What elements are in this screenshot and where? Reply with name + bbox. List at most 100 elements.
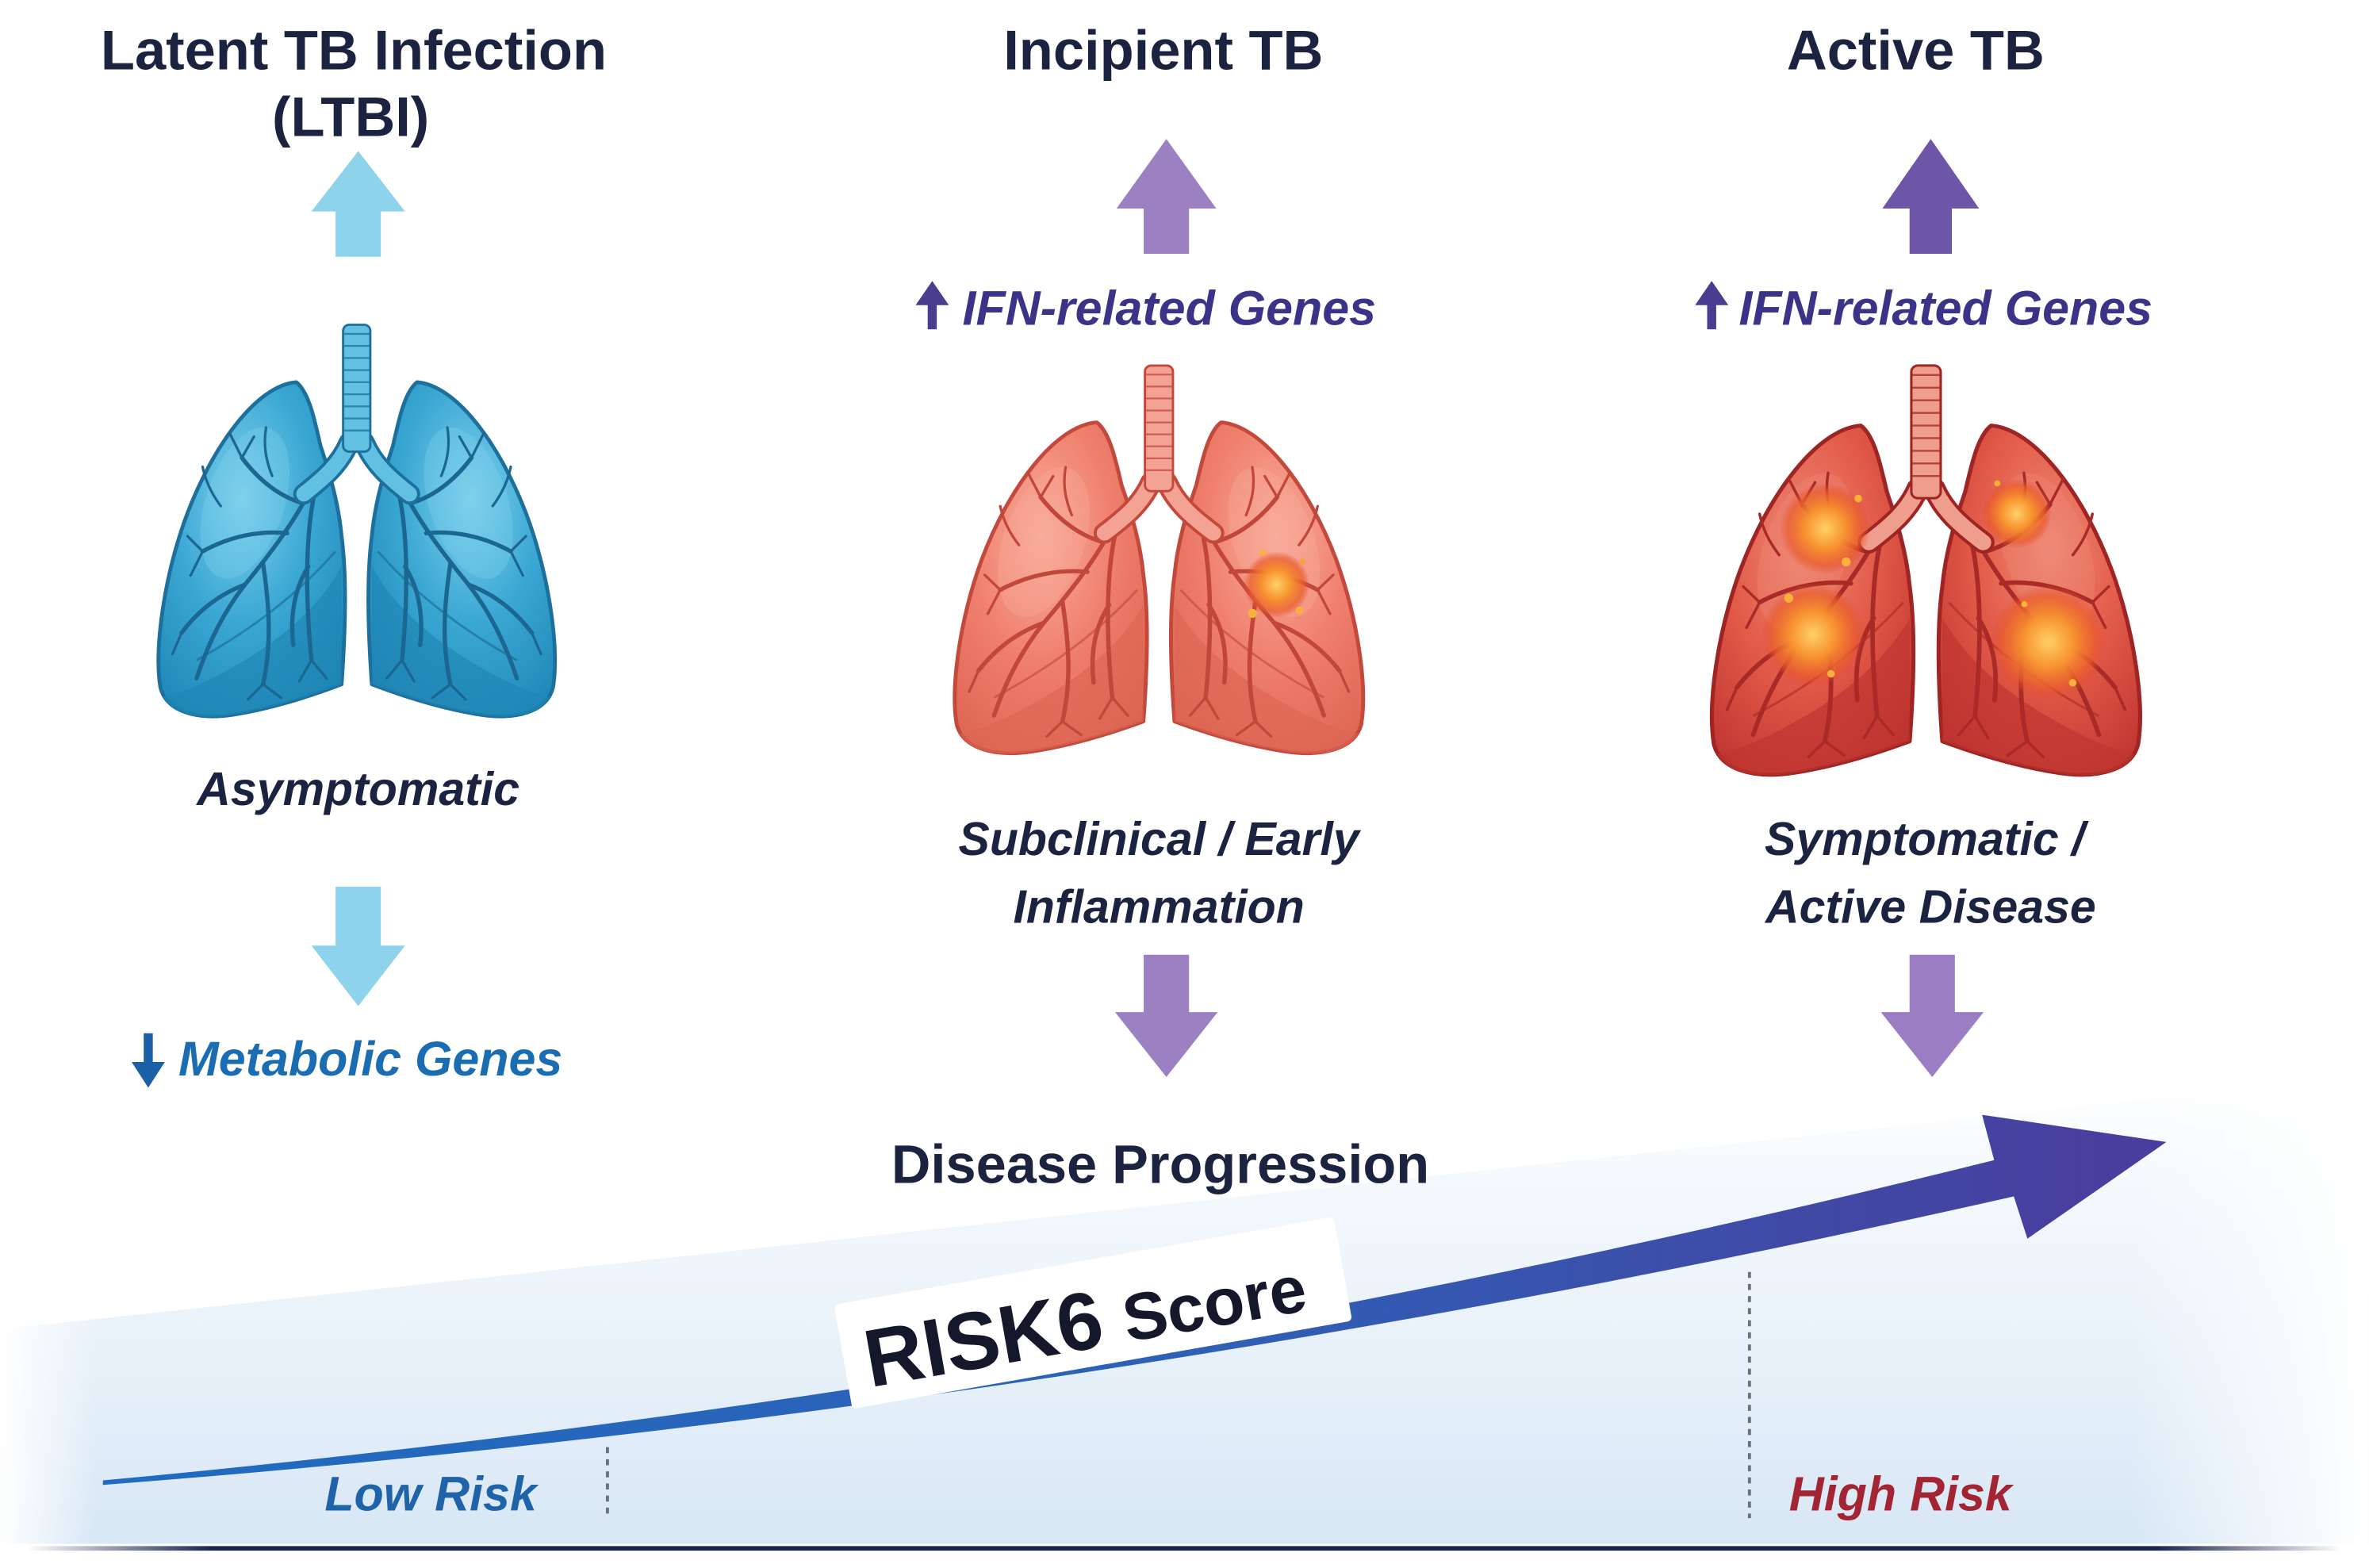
lower-lobe-shading bbox=[1717, 618, 1910, 776]
lesion bbox=[1982, 478, 2052, 549]
bronchial-branch bbox=[1090, 602, 1112, 685]
bronchial-twig bbox=[1973, 715, 1990, 740]
lobe-fissure bbox=[993, 588, 1138, 699]
bronchial-twig bbox=[509, 550, 524, 577]
lungs-ltbi bbox=[156, 324, 558, 719]
stage-incipient: Incipient TB IFN-related Genes Subclinic… bbox=[915, 19, 1376, 1077]
lesion-speck bbox=[1299, 558, 1305, 565]
active-down-arrow bbox=[1880, 954, 1984, 1077]
gene-change-label: IFN-related Genes bbox=[1738, 281, 2152, 335]
bronchial-branch bbox=[1060, 600, 1071, 724]
bronchial-twig bbox=[1110, 696, 1129, 717]
lobe-fissure bbox=[196, 550, 337, 661]
bronchial-twig bbox=[310, 658, 328, 680]
bronchial-twig bbox=[401, 658, 416, 683]
bronchial-twig bbox=[228, 432, 243, 459]
bronchial-twig bbox=[509, 535, 527, 553]
stage-status: Symptomatic / bbox=[1765, 813, 2089, 865]
bronchial-twig bbox=[262, 683, 283, 700]
high-risk-label: High Risk bbox=[1789, 1467, 2014, 1521]
incipient-up-arrow bbox=[1116, 139, 1217, 254]
lesion-speck bbox=[1784, 593, 1794, 603]
lower-lobe-shading bbox=[163, 566, 342, 717]
bronchial-twig bbox=[968, 669, 980, 693]
lesion-speck bbox=[1259, 550, 1267, 556]
bronchial-twig bbox=[1338, 669, 1351, 693]
bronchial-twig bbox=[1875, 715, 1896, 737]
bronchial-twig bbox=[186, 535, 205, 553]
lesion bbox=[1779, 483, 1871, 574]
bronchial-twig bbox=[470, 432, 485, 459]
stage-title: Incipient TB bbox=[1003, 19, 1323, 82]
bronchial-twig bbox=[1039, 474, 1055, 499]
bronchial-twig bbox=[1244, 466, 1255, 517]
bronchial-branch bbox=[466, 582, 535, 635]
bronchial-branch bbox=[289, 564, 311, 647]
bronchial-twig bbox=[1026, 472, 1042, 499]
bronchial-twig bbox=[385, 658, 404, 680]
bronchial-twig bbox=[1316, 573, 1335, 592]
ltbi-down-arrow bbox=[311, 887, 405, 1006]
lesions-active bbox=[1761, 478, 2106, 700]
bronchial-twig bbox=[1823, 739, 1846, 757]
progression-label: Disease Progression bbox=[891, 1133, 1429, 1194]
bronchial-twig bbox=[458, 435, 473, 459]
bronchial-twig bbox=[1807, 739, 1827, 759]
lesion-speck bbox=[2068, 679, 2077, 687]
lung-left bbox=[156, 380, 360, 719]
stage-title: Latent TB Infection bbox=[101, 19, 607, 82]
lesion-speck bbox=[1842, 557, 1851, 567]
stage-title: Active TB bbox=[1787, 19, 2045, 82]
bronchial-twig bbox=[491, 465, 512, 508]
lesion-speck bbox=[1854, 494, 1862, 503]
bronchial-twig bbox=[531, 631, 542, 656]
active-up-arrow bbox=[1882, 139, 1980, 254]
lobe-fissure bbox=[377, 550, 518, 661]
bronchial-twig bbox=[1957, 715, 1976, 737]
bronchial-twig bbox=[171, 631, 183, 656]
bronchial-twig bbox=[1742, 585, 1761, 604]
bronchial-twig bbox=[247, 683, 265, 701]
lesion-speck bbox=[1994, 480, 2000, 487]
lung-left bbox=[953, 420, 1163, 755]
bronchial-twig bbox=[1275, 472, 1291, 499]
lesion-speck bbox=[1248, 608, 1257, 618]
trachea bbox=[1910, 364, 1942, 500]
bronchial-twig bbox=[1060, 720, 1083, 737]
lower-lobe-shading bbox=[960, 604, 1144, 754]
stage-status: Inflammation bbox=[1013, 881, 1304, 934]
trachea-tube bbox=[1910, 364, 1942, 500]
bronchial-twig bbox=[2049, 477, 2064, 506]
lesion bbox=[1243, 551, 1310, 618]
bronchial-twig bbox=[2071, 512, 2095, 557]
bronchial-twig bbox=[449, 683, 467, 701]
gene-change-label: Metabolic Genes bbox=[178, 1032, 562, 1086]
bronchial-twig bbox=[983, 573, 1002, 592]
bronchial-twig bbox=[1263, 474, 1279, 499]
bronchial-twig bbox=[1235, 720, 1257, 737]
lower-lobe-shading bbox=[371, 566, 550, 717]
bronchial-branch bbox=[998, 569, 1090, 592]
bronchial-branch bbox=[424, 530, 513, 554]
stage-title-abbrev: (LTBI) bbox=[272, 85, 429, 148]
bronchial-branch bbox=[403, 564, 424, 647]
down-arrow-icon bbox=[131, 1033, 165, 1088]
bronchial-twig bbox=[1188, 696, 1207, 717]
lungs-active bbox=[1709, 364, 2142, 777]
lesion-speck bbox=[1295, 606, 1304, 615]
bronchial-twig bbox=[1316, 588, 1332, 615]
lesion bbox=[1991, 585, 2106, 700]
bronchial-twig bbox=[1862, 715, 1879, 740]
trachea-tube bbox=[342, 324, 372, 453]
bronchial-twig bbox=[297, 658, 313, 683]
up-arrow-icon bbox=[1695, 281, 1729, 330]
up-arrow-icon bbox=[915, 281, 949, 330]
stage-active: Active TB IFN-related Genes Symptomatic … bbox=[1695, 19, 2152, 1077]
lobe-fissure bbox=[1179, 588, 1324, 699]
bronchial-twig bbox=[431, 683, 452, 700]
lung-right bbox=[353, 380, 558, 719]
bronchial-branch bbox=[1271, 620, 1342, 673]
bronchial-twig bbox=[1063, 466, 1074, 517]
bronchial-twig bbox=[240, 435, 255, 459]
